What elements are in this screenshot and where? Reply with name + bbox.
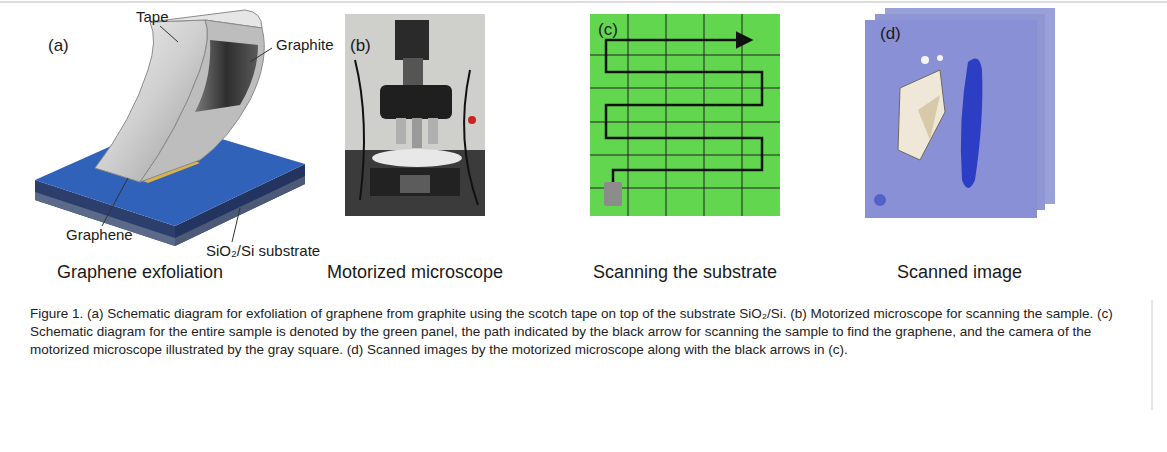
part-label: SiO₂/Si substrate [206,242,320,259]
panel-caption: Scanned image [897,262,1022,283]
microscope-photo [345,14,485,216]
panel-caption: Scanning the substrate [593,262,777,283]
panel-label: (b) [350,36,371,56]
panel-caption: Motorized microscope [327,262,503,283]
panel-label: (c) [598,20,618,40]
leader-lines [102,26,272,242]
panel-label: (a) [48,36,69,56]
panel-label: (d) [880,24,901,44]
part-label: Tape [136,8,169,25]
part-label: Graphene [66,226,133,243]
part-label: Graphite [276,36,334,53]
top-rule [0,2,1167,3]
figure-caption: Figure 1. (a) Schematic diagram for exfo… [30,305,1140,359]
tape-illustration [95,10,264,182]
panel-caption: Graphene exfoliation [57,262,223,283]
scanned-images [865,8,1055,218]
side-rule [1152,300,1153,410]
scan-grid [590,14,780,216]
